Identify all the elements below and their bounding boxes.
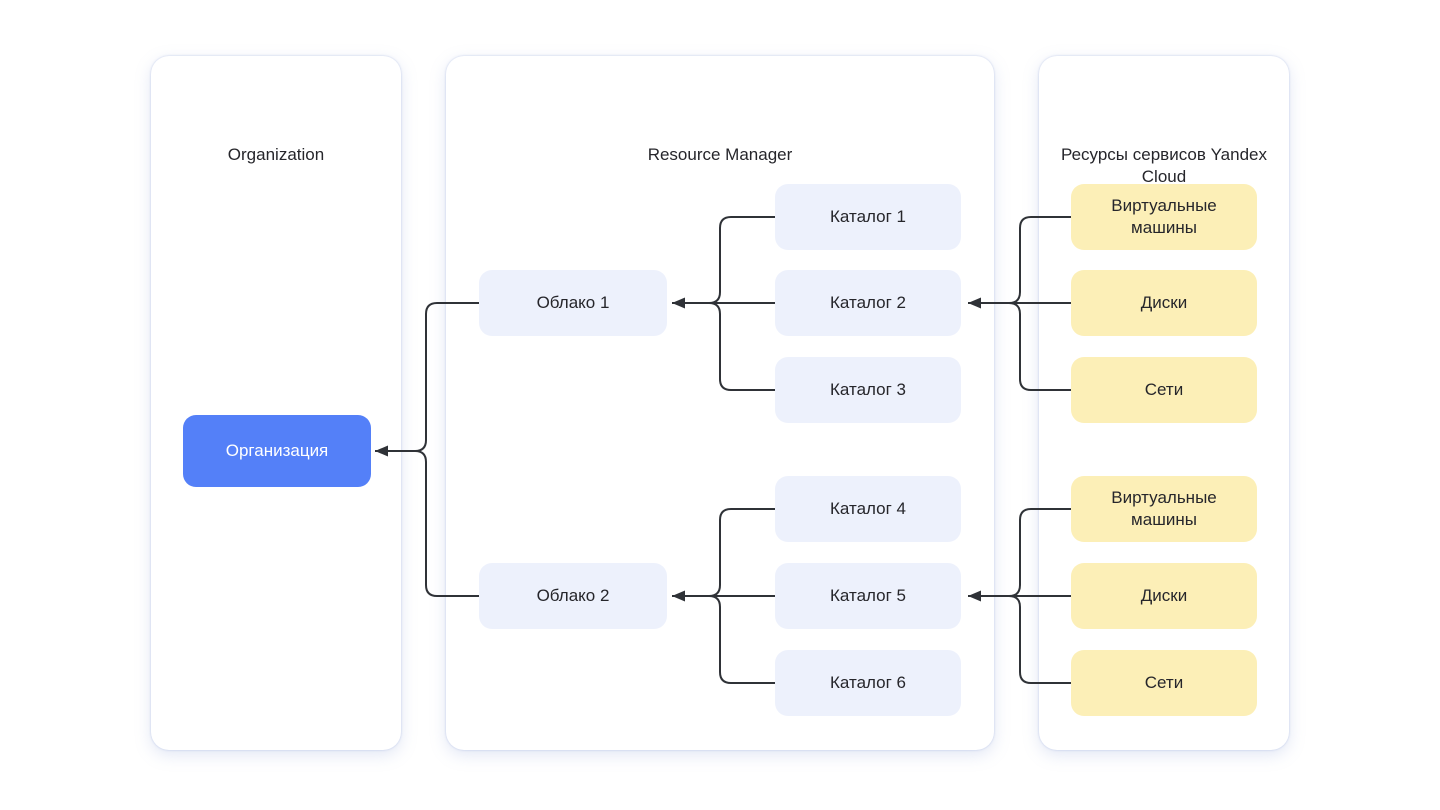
node-folder-1: Каталог 1 (775, 184, 961, 250)
node-cloud-2: Облако 2 (479, 563, 667, 629)
node-resource-networks-2: Сети (1071, 650, 1257, 716)
node-folder-3: Каталог 3 (775, 357, 961, 423)
node-resource-vm-2: Виртуальные машины (1071, 476, 1257, 542)
node-resource-disks-2: Диски (1071, 563, 1257, 629)
node-resource-vm-1: Виртуальные машины (1071, 184, 1257, 250)
node-resource-networks-1: Сети (1071, 357, 1257, 423)
node-folder-2: Каталог 2 (775, 270, 961, 336)
node-folder-4: Каталог 4 (775, 476, 961, 542)
node-folder-5: Каталог 5 (775, 563, 961, 629)
node-resource-disks-1: Диски (1071, 270, 1257, 336)
node-folder-6: Каталог 6 (775, 650, 961, 716)
node-cloud-1: Облако 1 (479, 270, 667, 336)
node-organization: Организация (183, 415, 371, 487)
